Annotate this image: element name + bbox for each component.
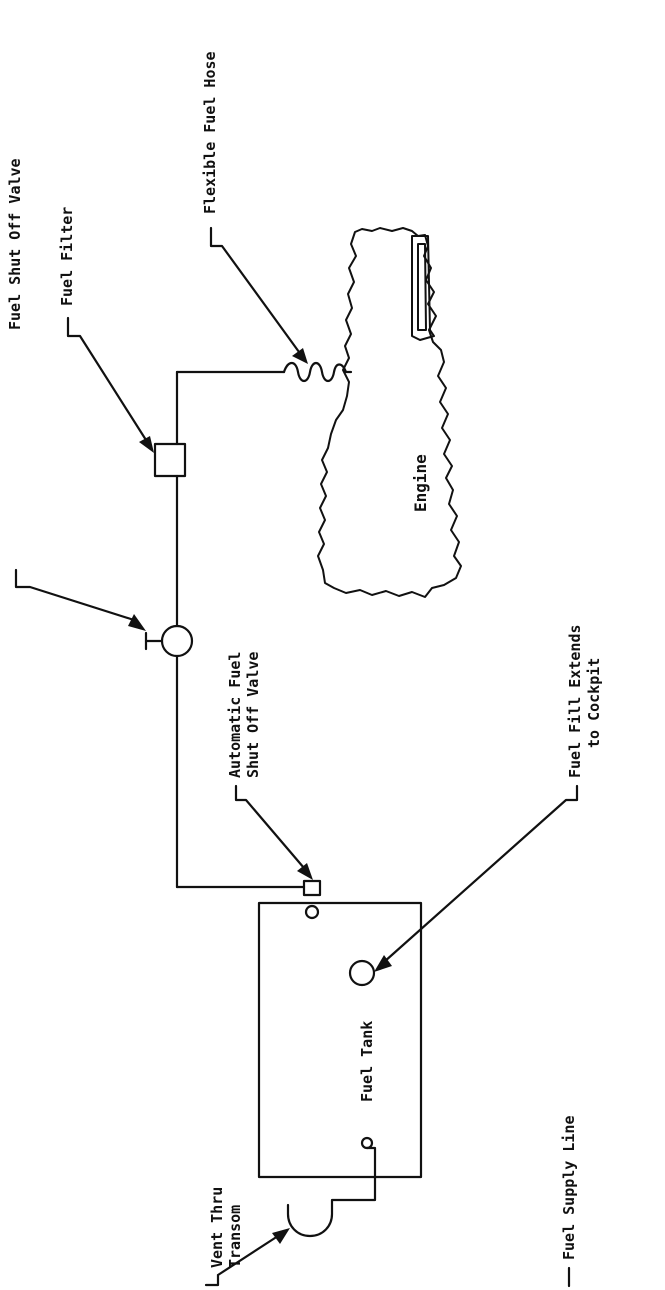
- fuel-filter: [153, 442, 187, 478]
- automatic-valve-arrowhead: [297, 863, 313, 880]
- automatic-valve-label-line1: Automatic Fuel: [226, 652, 244, 778]
- fuel-shut-off-valve-arrowhead: [128, 614, 146, 631]
- automatic-valve-leader: [234, 784, 306, 870]
- vent-fitting: [360, 1136, 374, 1150]
- flexible-fuel-hose: [282, 361, 353, 383]
- fuel-shut-off-valve-label: Fuel Shut Off Valve: [6, 158, 24, 330]
- engine-outline: [317, 227, 462, 598]
- fuel-fill-label-line2: to Cockpit: [585, 658, 603, 748]
- vent-label-line2: Transom: [226, 1205, 244, 1268]
- fuel-fill-opening: [348, 959, 376, 987]
- fuel-tank: [257, 901, 423, 1179]
- automatic-valve-label-line2: Shut Off Valve: [244, 652, 262, 778]
- automatic-fuel-shut-off-valve: [302, 879, 322, 897]
- vent-arrowhead: [272, 1228, 290, 1244]
- flexible-fuel-hose-leader: [209, 226, 301, 354]
- vent-line: [286, 1146, 377, 1238]
- engine-label: Engine: [411, 454, 430, 512]
- engine-manifold-inner: [417, 243, 427, 331]
- fuel-fill-label-line1: Fuel Fill Extends: [566, 624, 584, 778]
- fuel-shut-off-valve-leader: [14, 568, 136, 622]
- legend-fuel-supply-line-label: Fuel Supply Line: [560, 1116, 578, 1261]
- fuel-filter-leader: [66, 316, 148, 442]
- flexible-fuel-hose-arrowhead: [292, 348, 308, 364]
- fuel-filter-label: Fuel Filter: [58, 207, 76, 306]
- flexible-fuel-hose-label: Flexible Fuel Hose: [201, 51, 219, 214]
- automatic-valve-outlet: [304, 904, 320, 920]
- fuel-fill-arrowhead: [374, 955, 392, 972]
- engine-exhaust-manifold: [411, 235, 435, 341]
- fuel-tank-label: Fuel Tank: [358, 1021, 376, 1102]
- fuel-shut-off-valve: [160, 624, 194, 658]
- vent-leader: [204, 1234, 280, 1287]
- vent-label-line1: Vent Thru: [208, 1187, 226, 1268]
- fuel-fill-leader: [382, 784, 579, 964]
- fuel-filter-arrowhead: [139, 436, 154, 453]
